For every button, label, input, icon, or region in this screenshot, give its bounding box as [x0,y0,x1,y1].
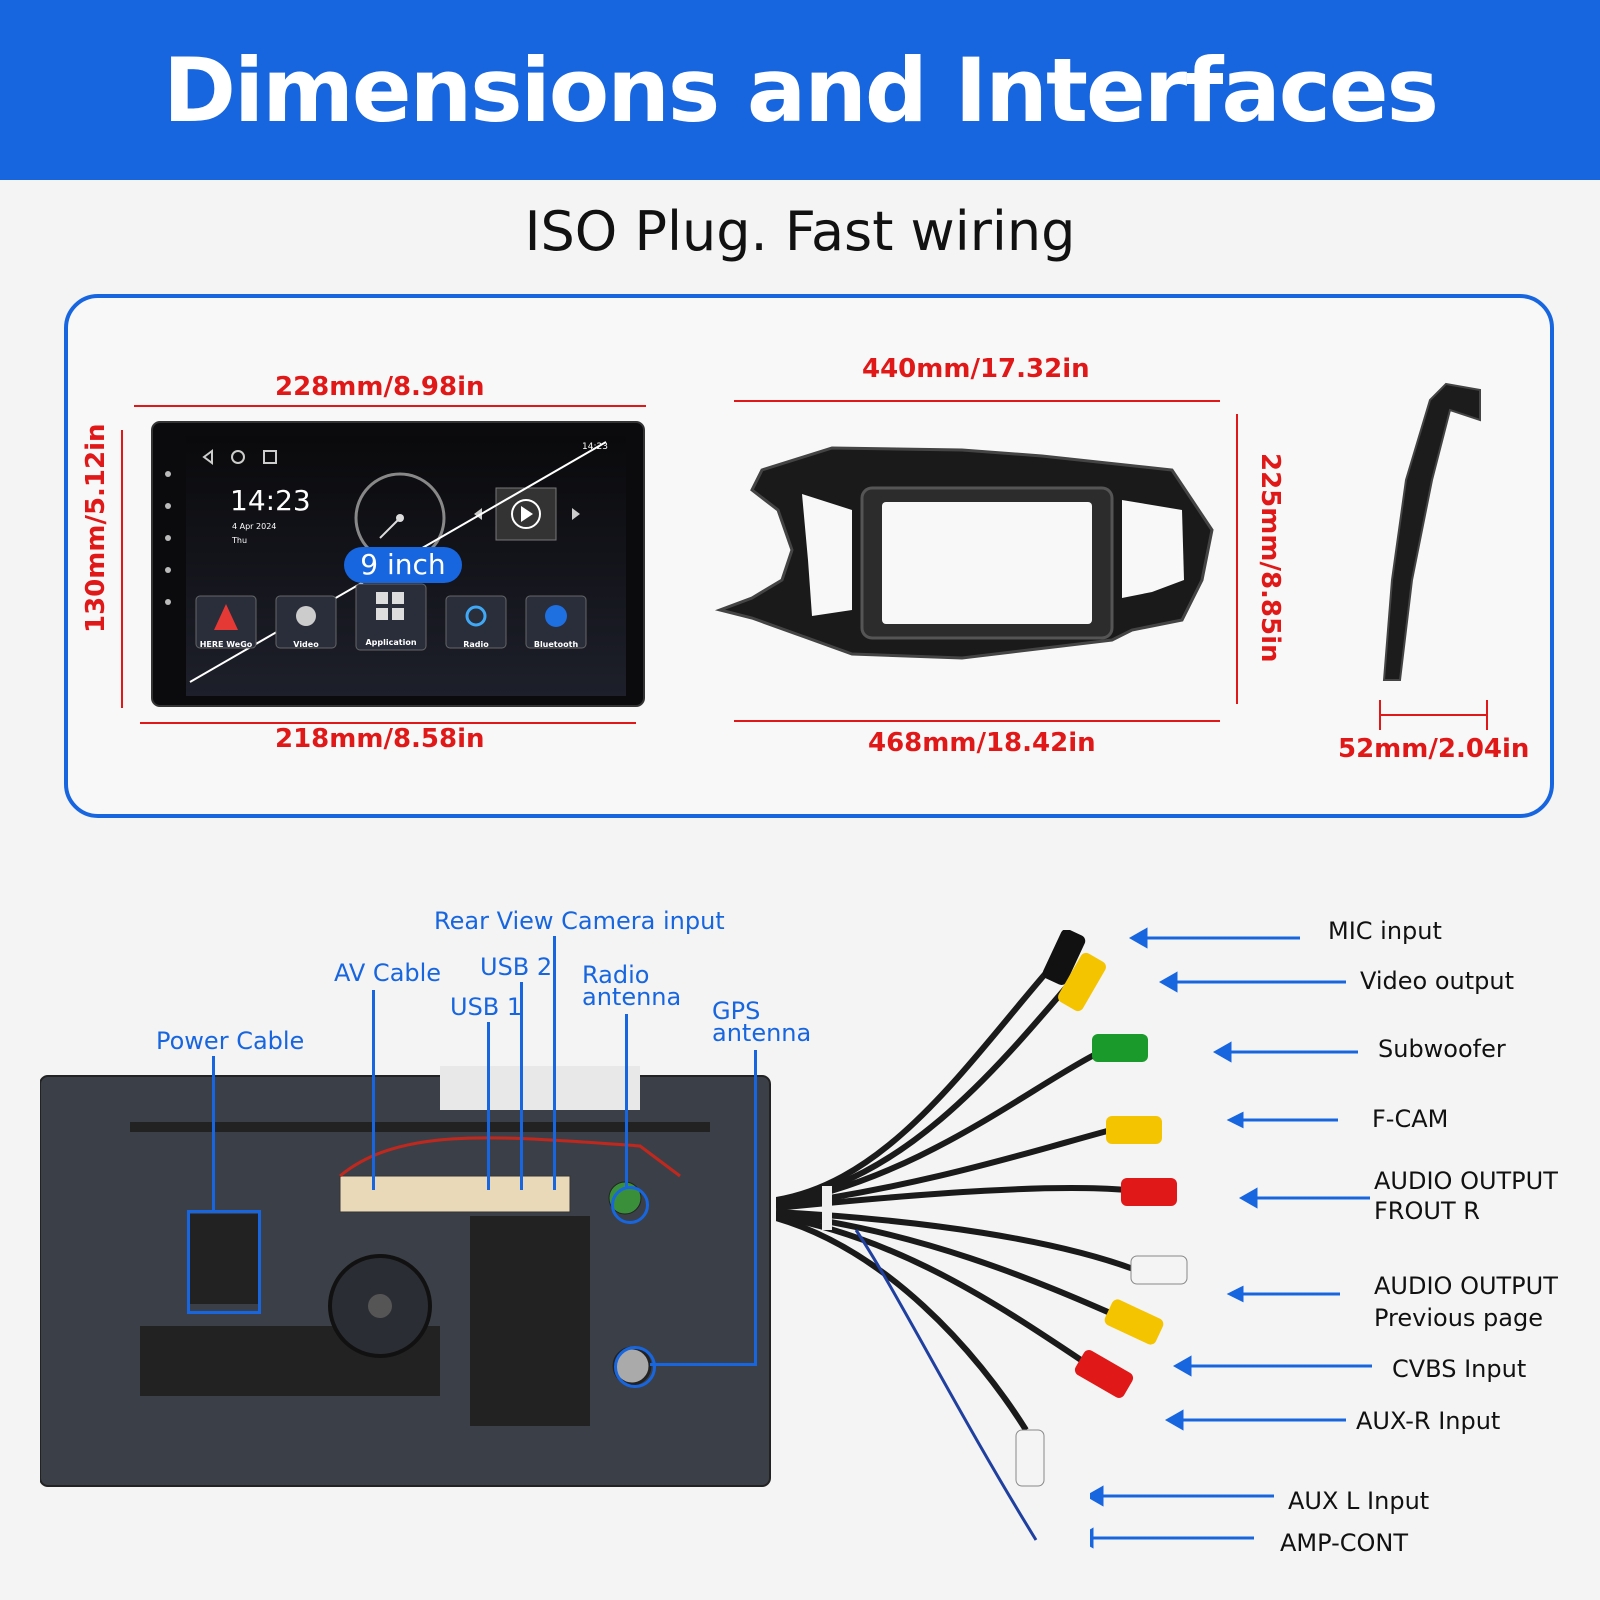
label-gps-antenna: GPS antenna [712,997,812,1047]
frame-height-line [1236,414,1238,704]
leader-av-cable [372,990,375,1190]
leader-gps-antenna-vertical [754,1050,757,1366]
cable-label-amp-cont: AMP-CONT [1280,1529,1408,1557]
leader-radio-antenna [625,1014,628,1188]
label-rear-camera: Rear View Camera input [434,907,725,935]
frame-bottom-line [734,720,1220,722]
screen-bottom-line [140,722,636,724]
label-radio-antenna: Radio antenna [582,961,682,1011]
cable-label-mic-input: MIC input [1328,917,1442,945]
cable-label-subwoofer: Subwoofer [1378,1035,1506,1063]
status-time: 14:23 [582,442,608,452]
clock-day: Thu [232,536,248,545]
leader-usb2 [520,982,523,1190]
unit-rear-view [40,1066,771,1487]
app-label-bluetooth: Bluetooth [533,640,579,649]
cable-label-f-cam: F-CAM [1372,1105,1449,1133]
label-usb1: USB 1 [450,993,523,1021]
frame-bottom-width: 468mm/18.42in [868,728,1096,758]
cable-label-aux-r-input: AUX-R Input [1356,1407,1501,1435]
cable-arrows [1090,927,1372,1549]
size-badge: 9 inch [344,547,462,583]
leader-gps-antenna-horizontal [650,1363,757,1366]
power-port-highlight [187,1210,261,1314]
dash-frame [714,446,1214,660]
screen-height-line [121,430,123,708]
clock-date: 4 Apr 2024 [232,522,277,531]
app-label-application: Application [365,638,417,647]
radio-port-highlight [611,1186,649,1224]
frame-side-profile [1382,382,1481,681]
header-banner: Dimensions and Interfaces [0,0,1600,180]
frame-depth-tick-right [1486,700,1488,730]
cable-label-audio-front-r: AUDIO OUTPUT FROUT R [1374,1167,1558,1225]
label-power-cable: Power Cable [156,1027,305,1055]
frame-top-width: 440mm/17.32in [862,354,1090,384]
frame-depth-tick-left [1379,700,1381,730]
screen-height: 130mm/5.12in [81,423,111,633]
app-label-video: Video [293,640,319,649]
frame-top-line [734,400,1220,402]
cable-label-cvbs-input: CVBS Input [1392,1355,1527,1383]
label-usb2: USB 2 [480,953,553,981]
page-title: Dimensions and Interfaces [163,38,1439,142]
app-label-herewego: HERE WeGo [199,640,253,649]
leader-usb1 [487,1022,490,1190]
screen-bottom-width: 218mm/8.58in [275,724,485,754]
subtitle: ISO Plug. Fast wiring [524,200,1076,263]
screen-top-line [134,405,646,407]
clock-time: 14:23 [230,484,311,517]
cable-label-audio-previous-page: AUDIO OUTPUT Previous page [1374,1272,1558,1332]
rca-cable-harness [776,930,1188,1541]
leader-power-cable [212,1056,215,1212]
cable-label-aux-l-input: AUX L Input [1288,1487,1430,1515]
screen-top-width: 228mm/8.98in [275,372,485,402]
label-av-cable: AV Cable [334,959,442,987]
frame-height: 225mm/8.85in [1255,453,1285,663]
frame-depth-line [1380,714,1488,716]
cable-label-video-output: Video output [1360,967,1515,995]
app-label-radio: Radio [463,640,489,649]
frame-depth: 52mm/2.04in [1338,734,1530,764]
gps-port-highlight [614,1346,656,1388]
leader-rear-camera [553,936,556,1190]
